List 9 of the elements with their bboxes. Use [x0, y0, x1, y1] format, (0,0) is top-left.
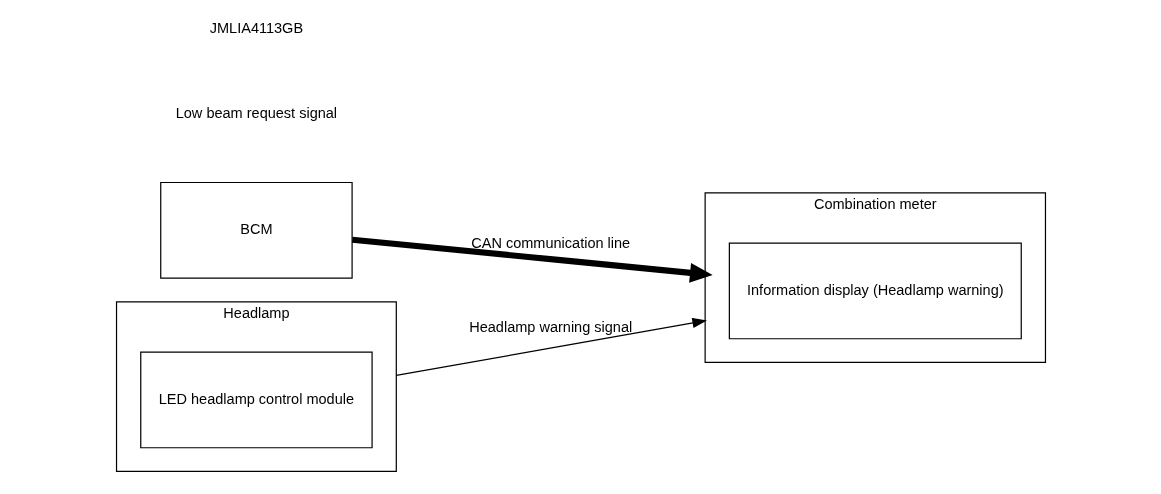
arrow	[395, 317, 707, 376]
node-box: Information display (Headlamp warning)	[728, 242, 1022, 340]
edge-label: CAN communication line	[470, 235, 630, 252]
arrow	[351, 236, 713, 283]
node-box: BCM	[159, 181, 353, 279]
label: Low beam request signal	[175, 104, 337, 121]
edge-label: Headlamp warning signal	[468, 318, 632, 335]
label: JMLIA4113GB	[209, 20, 303, 37]
node-box: LED headlamp control module	[139, 351, 373, 449]
